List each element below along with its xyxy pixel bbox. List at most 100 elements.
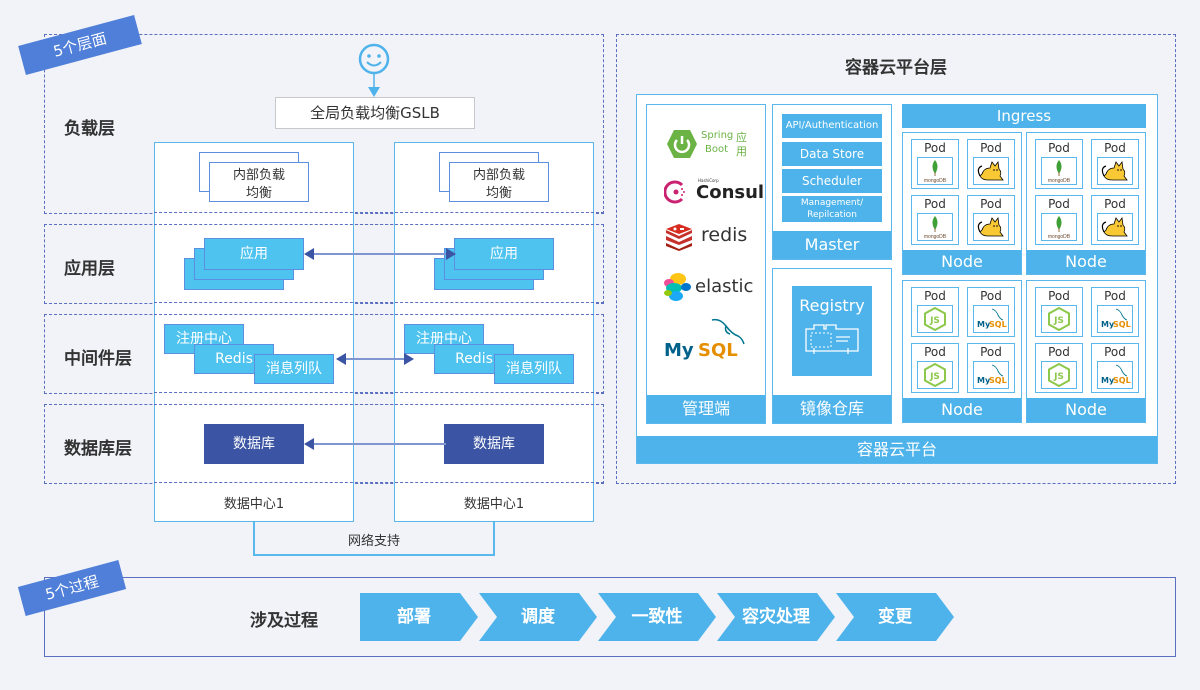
pod-title: Pod	[924, 197, 946, 211]
master-item-api: API/Authentication	[782, 114, 882, 138]
registry-title: Registry	[799, 296, 865, 315]
smiley-user-icon	[357, 42, 391, 98]
spring-boot-line2: Boot	[705, 144, 729, 155]
svg-text:JS: JS	[929, 372, 940, 382]
svg-text:JS: JS	[1053, 372, 1064, 382]
tomcat-icon	[973, 213, 1009, 241]
nodejs-icon: JS	[1041, 361, 1077, 389]
svg-text:My: My	[977, 376, 991, 385]
process-frame	[44, 577, 1176, 657]
mongodb-icon: mongoDB	[917, 213, 953, 241]
pod-title: Pod	[1104, 141, 1126, 155]
layer-label-database: 数据库层	[64, 439, 132, 459]
pod-card: Pod mongoDB	[1035, 139, 1083, 189]
spring-boot-logo: Spring Boot 应 用	[666, 128, 756, 160]
container-layer-title: 容器云平台层	[845, 58, 947, 78]
pod-title: Pod	[980, 345, 1002, 359]
consul-logo: HashiCorp Consul	[664, 178, 764, 206]
pod-title: Pod	[1048, 289, 1070, 303]
process-step-label: 容灾处理	[742, 607, 810, 627]
gslb-box: 全局负载均衡GSLB	[275, 97, 475, 129]
spring-boot-line1: Spring	[701, 130, 734, 141]
node-label: Node	[903, 250, 1021, 274]
svg-text:mongoDB: mongoDB	[1048, 178, 1071, 184]
datacenter-2-label: 数据中心1	[463, 497, 525, 512]
process-step-label: 调度	[521, 607, 555, 627]
node-label: Node	[1027, 398, 1145, 422]
master-item-scheduler: Scheduler	[782, 169, 882, 193]
tomcat-icon	[1097, 213, 1133, 241]
nodejs-icon: JS	[1041, 305, 1077, 333]
internal-lb-1: 内部负载 均衡	[209, 162, 309, 202]
svg-text:JS: JS	[929, 316, 940, 326]
pod-title: Pod	[924, 141, 946, 155]
mongodb-icon: mongoDB	[1041, 213, 1077, 241]
svg-text:mongoDB: mongoDB	[924, 234, 947, 240]
registry-label: 镜像仓库	[773, 395, 891, 423]
svg-text:My: My	[977, 320, 991, 329]
sync-arrows	[300, 240, 460, 460]
mysql-logo: My SQL	[664, 318, 754, 362]
master-item-datastore: Data Store	[782, 142, 882, 166]
process-step-label: 变更	[878, 607, 912, 627]
svg-text:SQL: SQL	[1113, 320, 1131, 329]
management-label: 管理端	[647, 395, 765, 423]
process-step: 调度	[479, 593, 597, 641]
message-queue-1: 消息列队	[254, 354, 334, 384]
process-step: 部署	[360, 593, 478, 641]
tomcat-icon	[1097, 157, 1133, 185]
mysql-text-my: My	[664, 340, 694, 361]
container-layer-frame	[616, 34, 1176, 484]
node-label: Node	[1027, 250, 1145, 274]
network-support-bracket	[253, 521, 495, 556]
layer-label-load: 负载层	[64, 119, 115, 139]
mongodb-icon: mongoDB	[1041, 157, 1077, 185]
pod-card: Pod mongoDB	[911, 195, 959, 245]
pod-title: Pod	[1104, 197, 1126, 211]
pod-card: Pod JS	[911, 287, 959, 337]
node-label: Node	[903, 398, 1021, 422]
process-label: 涉及过程	[250, 611, 318, 631]
process-step-label: 部署	[397, 607, 431, 627]
mysql-text-sql: SQL	[698, 340, 738, 361]
svg-text:My: My	[1101, 376, 1115, 385]
pod-card: Pod	[1091, 195, 1139, 245]
process-step: 容灾处理	[717, 593, 835, 641]
spring-boot-suffix1: 应	[736, 131, 747, 144]
pod-card: Pod	[1091, 139, 1139, 189]
consul-small-text: HashiCorp	[698, 178, 719, 183]
pod-title: Pod	[1048, 141, 1070, 155]
pod-card: Pod JS	[911, 343, 959, 393]
spring-boot-suffix2: 用	[736, 145, 747, 158]
layer-label-middleware: 中间件层	[64, 349, 132, 369]
pod-card: Pod mongoDB	[1035, 195, 1083, 245]
management-panel	[646, 104, 766, 424]
registry-box: Registry	[792, 286, 872, 376]
master-item-management: Management/ Repilcation	[782, 196, 882, 222]
network-support-label: 网络支持	[347, 534, 400, 549]
elastic-logo: elastic	[662, 272, 754, 302]
layer-label-app: 应用层	[64, 259, 115, 279]
ingress-bar: Ingress	[902, 104, 1146, 128]
database-card-1: 数据库	[204, 424, 304, 464]
internal-lb-2: 内部负载 均衡	[449, 162, 549, 202]
master-label: Master	[773, 231, 891, 259]
svg-text:SQL: SQL	[989, 376, 1007, 385]
mongodb-icon: mongoDB	[917, 157, 953, 185]
pod-title: Pod	[1048, 345, 1070, 359]
pod-title: Pod	[1104, 289, 1126, 303]
registry-icon	[805, 324, 859, 354]
pod-title: Pod	[980, 197, 1002, 211]
consul-text: Consul	[696, 182, 765, 203]
pod-card: Pod JS	[1035, 343, 1083, 393]
app-card-2: 应用	[454, 238, 554, 270]
svg-text:JS: JS	[1053, 316, 1064, 326]
